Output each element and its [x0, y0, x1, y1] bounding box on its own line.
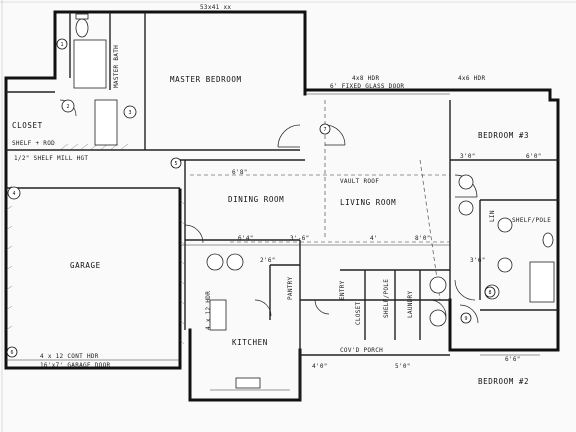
dimension-g: 6'0"	[526, 153, 542, 160]
garage-door-label: 16'x7' GARAGE DOOR	[40, 362, 111, 369]
header-label: 4x8 HDR	[352, 75, 379, 82]
tag-2: 2	[66, 104, 69, 110]
tag-8: 8	[488, 290, 491, 296]
dimension-l: 3'6"	[470, 257, 486, 264]
shelf-pole-label-2: SHELF/POLE	[512, 217, 551, 224]
vault-roof-label: VAULT ROOF	[340, 178, 379, 185]
garage-header-left-label: 4 x 12 HDR	[205, 291, 212, 330]
fixtures	[73, 13, 555, 389]
covered-porch-label: COV'D PORCH	[340, 347, 383, 354]
tag-5: 5	[174, 161, 177, 167]
tag-3: 3	[128, 110, 131, 116]
dimension-lines	[6, 93, 540, 391]
dining-room-label: DINING ROOM	[228, 195, 284, 204]
pantry-label: PANTRY	[287, 276, 294, 300]
dimension-d: 8'0"	[415, 235, 431, 242]
dimension-a: 6'4"	[238, 235, 254, 242]
bedroom-2-label: BEDROOM #2	[478, 377, 529, 386]
laundry-label: LAUNDRY	[407, 291, 414, 318]
dimension-h: 6'6"	[505, 356, 521, 363]
tag-7: 7	[323, 127, 326, 133]
wall-hatching	[5, 143, 185, 345]
bedroom-3-label: BEDROOM #3	[478, 131, 529, 140]
closet-label: CLOSET	[12, 121, 43, 130]
control-header-label: 4 x 12 CONT HDR	[40, 353, 99, 360]
fixed-glass-door-label: 6' FIXED GLASS DOOR	[330, 83, 404, 90]
shelf-pole-label: SHELF/POLE	[383, 279, 390, 318]
shelf-mill-label: 1/2" SHELF MILL HGT	[14, 155, 88, 162]
labels: 53x41 xx MASTER BEDROOM MASTER BATH CLOS…	[12, 4, 551, 386]
tag-4: 4	[12, 191, 15, 197]
closet-shelf-label: SHELF + ROD	[12, 140, 55, 147]
dimension-e: 6'8"	[232, 169, 248, 176]
interior-walls	[6, 12, 558, 400]
master-bath-label: MASTER BATH	[113, 45, 120, 88]
dimension-b: 3'-6"	[290, 235, 310, 242]
doors	[59, 99, 479, 324]
dimension-c: 4'	[370, 235, 378, 242]
tag-6: 6	[10, 350, 13, 356]
dimension-i: 4'0"	[312, 363, 328, 370]
header-label-2: 4x6 HDR	[458, 75, 485, 82]
tag-9: 9	[464, 316, 467, 322]
master-bedroom-label: MASTER BEDROOM	[170, 75, 242, 84]
linen-label: LIN	[489, 210, 496, 222]
dimension-j: 5'0"	[395, 363, 411, 370]
exterior-walls	[4, 10, 560, 402]
entry-label: ENTRY	[339, 280, 346, 300]
garage-label: GARAGE	[70, 261, 101, 270]
small-closet-label: CLOSET	[355, 301, 362, 325]
dimension-f: 3'0"	[460, 153, 476, 160]
dimension-k: 2'6"	[260, 257, 276, 264]
callout-tags: 1 2 3 4 5 6 7 8 9	[6, 38, 496, 358]
kitchen-label: KITCHEN	[232, 338, 268, 347]
tag-1: 1	[60, 42, 63, 48]
living-room-label: LIVING ROOM	[340, 198, 396, 207]
overall-dimension: 53x41 xx	[200, 4, 231, 11]
